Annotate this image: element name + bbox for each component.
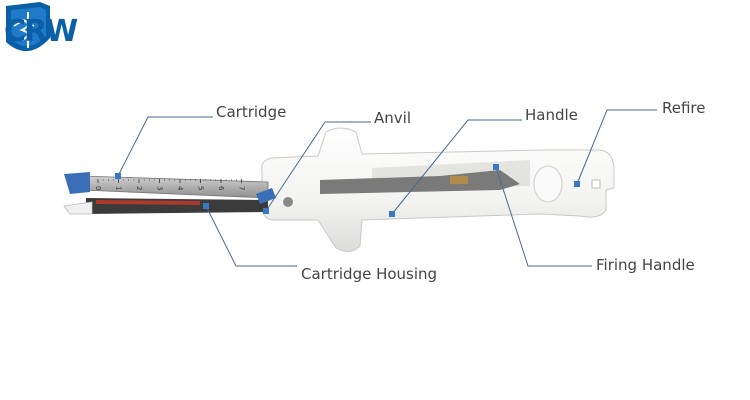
scale-tick-label: 3 <box>156 186 164 190</box>
label-handle: Handle <box>525 106 578 124</box>
cartridge-housing-leader <box>205 205 297 267</box>
cartridge-marker <box>115 173 121 179</box>
markers <box>115 164 580 217</box>
label-cartridge: Cartridge <box>216 103 287 121</box>
shield-icon <box>6 2 50 52</box>
logo-text: CRW <box>4 14 78 49</box>
anvil-marker <box>263 208 269 214</box>
scale-tick-label: 6 <box>217 186 225 191</box>
cartridge-housing-marker <box>203 203 209 209</box>
anvil-leader <box>265 121 371 212</box>
leader-lines <box>117 109 657 267</box>
scale-tick-label: 1 <box>115 186 123 190</box>
scale-tick-label: 0 <box>94 186 102 190</box>
anvil-jaw: 0 1 2 3 4 5 6 7 <box>64 172 269 199</box>
scale-tick-label: 2 <box>135 186 143 190</box>
scale-tick-label: 4 <box>176 186 184 191</box>
firing-handle <box>320 170 520 194</box>
ruler-scale: 0 1 2 3 4 5 6 7 <box>94 179 246 191</box>
firing-handle-marker <box>493 164 499 170</box>
label-refire: Refire <box>662 99 706 117</box>
refire-leader <box>576 109 657 185</box>
handle-marker <box>389 211 395 217</box>
label-anvil: Anvil <box>374 109 411 127</box>
label-firing-handle: Firing Handle <box>596 256 695 274</box>
handle-leader <box>391 119 522 215</box>
scale-tick-label: 7 <box>238 186 246 190</box>
cartridge-jaw <box>63 198 268 215</box>
scale-tick-label: 5 <box>197 186 205 190</box>
refire-knob <box>533 165 601 203</box>
anvil-clip <box>256 188 276 204</box>
refire-marker <box>574 181 580 187</box>
label-cartridge-housing: Cartridge Housing <box>301 265 438 283</box>
crw-logo: CRW <box>0 0 84 64</box>
cartridge-leader <box>117 116 213 177</box>
firing-handle-leader <box>495 166 592 267</box>
pivot-pin <box>283 197 293 207</box>
